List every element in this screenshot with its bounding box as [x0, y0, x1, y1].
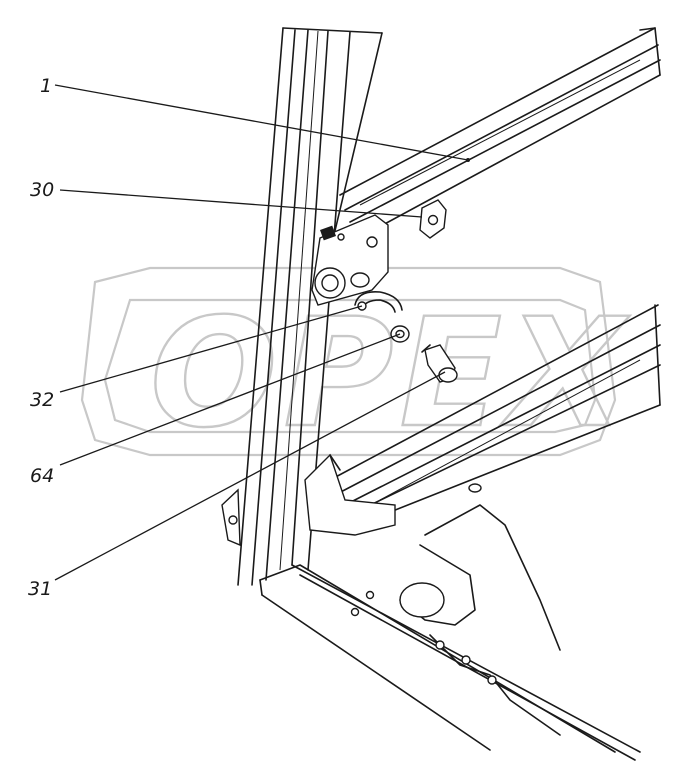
callout-label-30: 30	[30, 179, 54, 201]
base-frame	[259, 504, 641, 761]
leader-line-1	[54, 84, 469, 161]
leader-line-32	[59, 305, 363, 393]
corner-gusset	[221, 453, 396, 547]
callout-label-1: 1	[40, 75, 52, 97]
lower-rail	[329, 304, 661, 521]
pin-part-31	[421, 344, 458, 383]
leader-line-64	[59, 333, 401, 466]
leader-line-31	[54, 371, 446, 581]
hinge-bracket	[311, 214, 389, 306]
watermark-logo: OPEX	[80, 266, 630, 462]
callout-labels: 1 30 32 64 31	[28, 75, 54, 600]
leader-dot-1	[466, 158, 470, 162]
leader-lines	[54, 84, 470, 581]
spring-clip-part-32	[354, 290, 403, 313]
upper-rail	[339, 27, 661, 241]
callout-label-64: 64	[30, 465, 54, 487]
callout-label-31: 31	[28, 578, 52, 600]
clip-part-30	[419, 199, 447, 239]
leader-line-30	[59, 189, 423, 218]
watermark-text: OPEX	[150, 287, 630, 461]
callout-label-32: 32	[30, 389, 54, 411]
